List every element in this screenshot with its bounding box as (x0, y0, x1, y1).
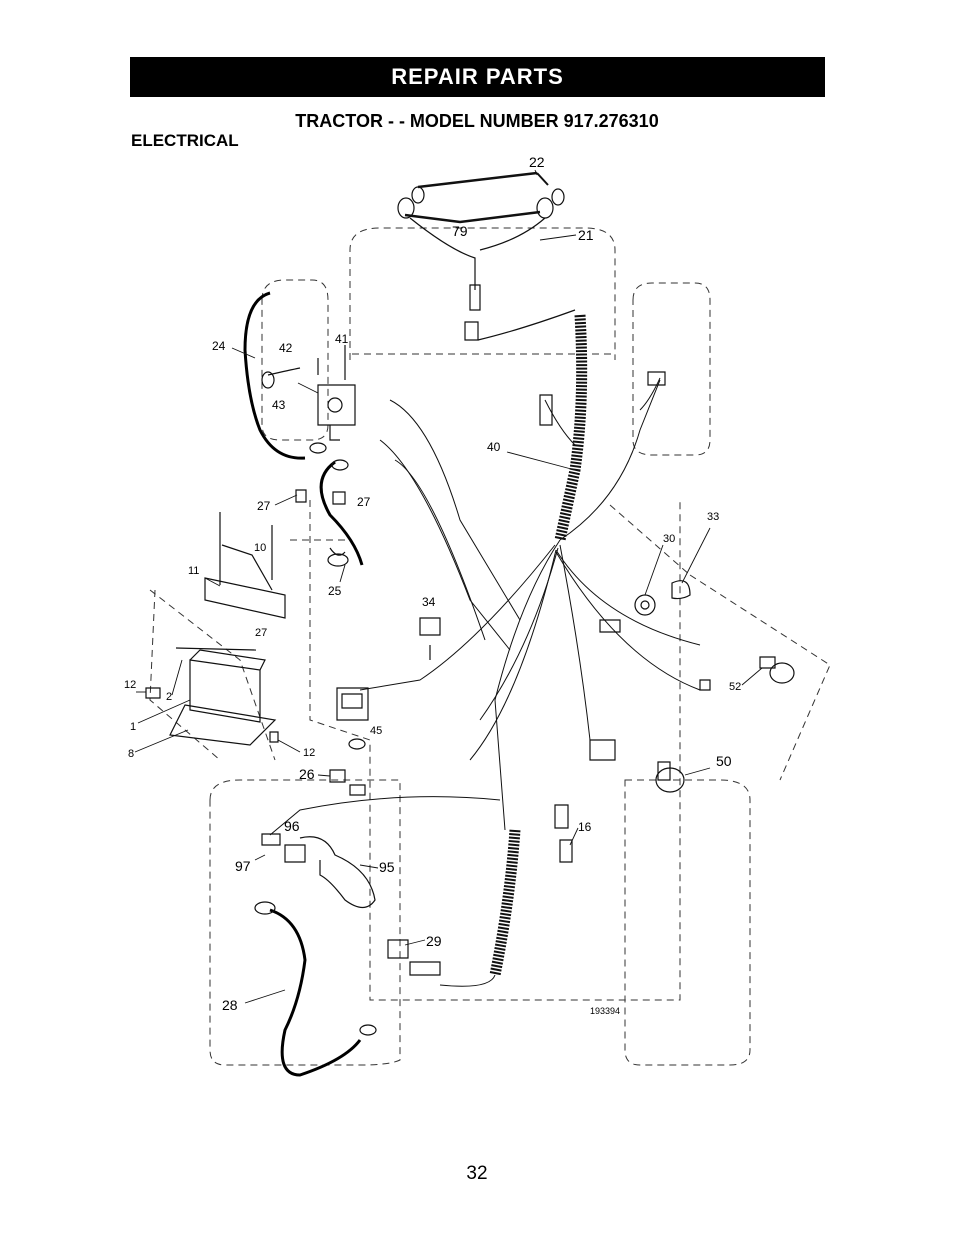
callout-52: 52 (729, 681, 741, 693)
repair-parts-banner: REPAIR PARTS (130, 57, 825, 97)
callout-22: 22 (529, 154, 545, 170)
callout-16: 16 (578, 820, 592, 834)
callout-8: 8 (128, 748, 134, 760)
drawing-number: 193394 (590, 1006, 620, 1016)
callout-10: 10 (254, 542, 266, 554)
callout-11: 11 (188, 565, 199, 577)
callout-29: 29 (426, 933, 442, 949)
callout-43: 43 (272, 398, 286, 412)
callout-30: 30 (663, 533, 675, 545)
callout-21: 21 (578, 227, 594, 243)
callout-42: 42 (279, 341, 293, 355)
callout-33: 33 (707, 511, 719, 523)
page-number: 32 (466, 1163, 488, 1184)
callout-24: 24 (212, 339, 226, 353)
callout-27-battery: 27 (255, 627, 267, 639)
callout-97: 97 (235, 858, 251, 874)
callout-28: 28 (222, 997, 238, 1013)
callout-45: 45 (370, 725, 382, 737)
callout-numbers: 22 79 21 24 42 41 43 40 27 27 10 11 25 3… (124, 154, 741, 1016)
section-label: ELECTRICAL (131, 131, 239, 150)
callout-26: 26 (299, 766, 315, 782)
callout-50: 50 (716, 753, 732, 769)
callout-leaders (134, 169, 763, 1004)
callout-40: 40 (487, 440, 501, 454)
model-title: TRACTOR - - MODEL NUMBER 917.276310 (295, 111, 659, 131)
headlight-harness (397, 171, 576, 341)
callout-95: 95 (379, 859, 395, 875)
callout-25: 25 (328, 584, 342, 598)
callout-27-left: 27 (257, 499, 271, 513)
battery-cables (243, 291, 364, 1077)
wire-harness-main (269, 314, 701, 987)
callout-12-right: 12 (303, 747, 315, 759)
callout-96: 96 (284, 818, 300, 834)
callout-1: 1 (130, 721, 136, 733)
callout-2: 2 (166, 691, 172, 703)
callout-79: 79 (452, 223, 468, 239)
tractor-outline (149, 227, 831, 1066)
callout-12-left: 12 (124, 679, 136, 691)
callout-27-right: 27 (357, 495, 371, 509)
components (145, 345, 795, 1036)
callout-41: 41 (335, 332, 349, 346)
callout-34: 34 (422, 595, 436, 609)
